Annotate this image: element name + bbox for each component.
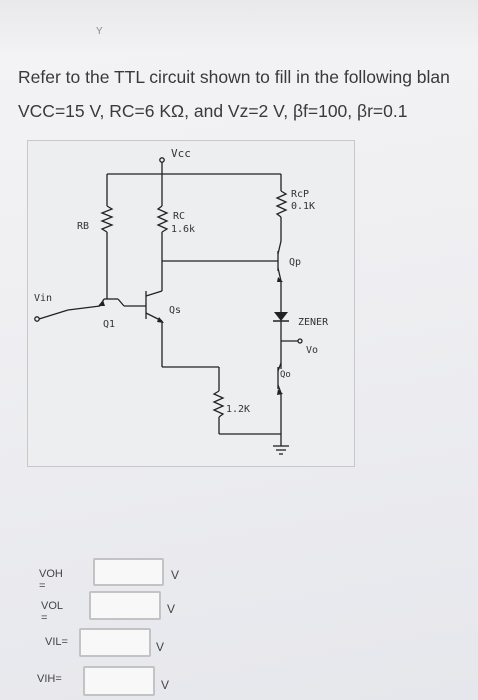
rc-resistor [156,205,169,233]
zener-diode [274,312,288,321]
question-line-2: VCC=15 V, RC=6 KΩ, and Vz=2 V, βf=100, β… [18,101,408,121]
r-1k2-label: 1.2K [226,404,250,415]
vin-label: Vin [34,293,52,304]
vol-input[interactable] [89,591,161,620]
qp-emitter-arrow [277,277,283,282]
rc-value: 1.6k [171,224,195,235]
vih-input[interactable] [83,666,155,696]
vil-label: VIL= [45,636,68,648]
question-line-1: Refer to the TTL circuit shown to fill i… [18,67,450,87]
qs-label: Qs [169,305,181,316]
question-text: Refer to the TTL circuit shown to fill i… [18,60,478,128]
vo-label: Vo [306,345,318,356]
voh-label: VOH = [39,568,63,592]
rcp-resistor [275,190,288,218]
circuit-schematic: Vcc RB RC 1.6k RcP 0.1K Qp Vin Q1 Qs ZEN… [34,147,329,455]
stray-mark: Y [96,26,103,37]
vih-label: VIH= [37,673,62,685]
rcp-value: 0.1K [291,201,315,212]
top-band [0,0,478,52]
voh-input[interactable] [93,558,164,586]
r-1k2-resistor [212,390,225,418]
q1-emitter-arrow [98,300,105,306]
vcc-terminal [159,157,165,163]
vin-terminal [34,316,40,322]
rc-label: RC [173,211,185,222]
qp-label: Qp [289,257,301,268]
vil-unit: V [156,640,165,654]
vol-label: VOL = [41,600,63,624]
rb-label: RB [77,221,89,232]
rb-resistor [100,205,114,233]
qs-emitter-arrow [157,317,164,323]
vil-input[interactable] [79,628,151,657]
qo-emitter-arrow [277,389,283,395]
ttl-circuit-diagram: Vcc RB RC 1.6k RcP 0.1K Qp Vin Q1 Qs ZEN… [27,140,355,467]
voh-unit: V [171,568,180,582]
rcp-label: RcP [291,189,309,200]
vih-unit: V [161,678,170,692]
q1-label: Q1 [103,319,115,330]
vo-terminal [297,338,303,344]
qo-label: Qo [280,370,291,380]
zener-label: ZENER [298,317,329,328]
vcc-label: Vcc [171,147,191,160]
vol-unit: V [167,602,176,616]
